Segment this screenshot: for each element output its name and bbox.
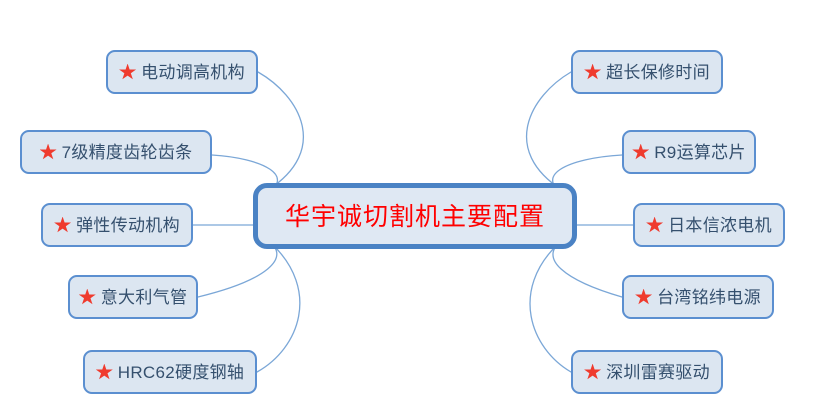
center-to-深圳雷赛驱动 xyxy=(529,243,572,373)
star-icon xyxy=(78,288,96,305)
leaf-node-label: 弹性传动机构 xyxy=(76,215,180,235)
leaf-node[interactable]: 意大利气管 xyxy=(68,275,198,319)
center-to-电动调高机构 xyxy=(257,71,304,191)
leaf-node-label: R9运算芯片 xyxy=(654,142,746,162)
leaf-node[interactable]: 7级精度齿轮齿条 xyxy=(20,130,212,174)
leaf-node[interactable]: 深圳雷赛驱动 xyxy=(571,350,723,394)
star-icon xyxy=(39,143,57,160)
leaf-node[interactable]: R9运算芯片 xyxy=(622,130,756,174)
leaf-node-label: 意大利气管 xyxy=(100,287,188,307)
leaf-node-label: HRC62硬度钢轴 xyxy=(117,362,245,382)
central-node-label: 华宇诚切割机主要配置 xyxy=(284,201,545,231)
star-icon xyxy=(646,216,664,233)
star-icon xyxy=(95,363,113,380)
leaf-node[interactable]: 超长保修时间 xyxy=(571,50,723,94)
leaf-node[interactable]: 台湾铭纬电源 xyxy=(622,275,774,319)
star-icon xyxy=(635,288,653,305)
star-icon xyxy=(119,63,137,80)
center-to-HRC62硬度钢轴 xyxy=(256,243,301,373)
center-to-超长保修时间 xyxy=(525,71,572,191)
leaf-node-label: 7级精度齿轮齿条 xyxy=(61,142,193,162)
leaf-node[interactable]: 日本信浓电机 xyxy=(633,203,785,247)
leaf-node[interactable]: HRC62硬度钢轴 xyxy=(83,350,257,394)
leaf-node-label: 日本信浓电机 xyxy=(668,215,772,235)
leaf-node-label: 台湾铭纬电源 xyxy=(657,287,761,307)
star-icon xyxy=(632,143,650,160)
central-node[interactable]: 华宇诚切割机主要配置 xyxy=(253,183,577,249)
leaf-node-label: 深圳雷赛驱动 xyxy=(606,362,710,382)
leaf-node-label: 超长保修时间 xyxy=(606,62,710,82)
star-icon xyxy=(584,63,602,80)
leaf-node[interactable]: 弹性传动机构 xyxy=(41,203,193,247)
star-icon xyxy=(54,216,72,233)
leaf-node[interactable]: 电动调高机构 xyxy=(106,50,258,94)
star-icon xyxy=(584,363,602,380)
leaf-node-label: 电动调高机构 xyxy=(141,62,245,82)
